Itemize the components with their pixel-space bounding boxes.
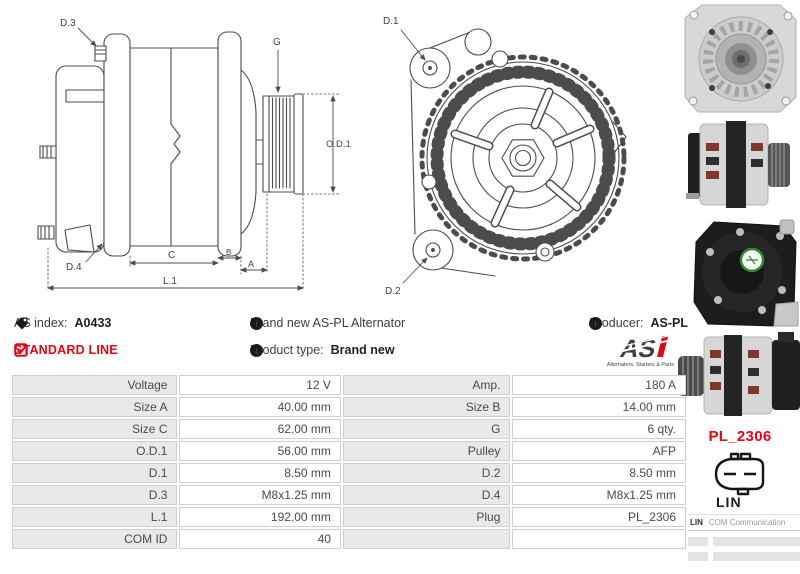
spec-value: 192.00 mm	[179, 507, 341, 527]
spec-value: 40	[179, 529, 341, 549]
spec-row: D.1 8.50 mm D.2 8.50 mm	[12, 463, 686, 483]
producer-label: Producer:	[589, 316, 644, 330]
spec-label: Voltage	[12, 375, 178, 395]
spec-label: Amp.	[342, 375, 511, 395]
spec-row: Size A 40.00 mm Size B 14.00 mm	[12, 397, 686, 417]
com-communication-table: LIN COM Communication	[688, 514, 800, 561]
svg-text:i: i	[595, 319, 598, 329]
dim-label-c: C	[168, 250, 175, 261]
brand-new-line: i Brand new AS-PL Alternator	[250, 316, 405, 330]
dim-label-d3: D.3	[60, 18, 76, 29]
tag-icon	[15, 317, 28, 329]
spec-label: D.2	[342, 463, 511, 483]
alternator-front-diagram: D.1 D.2	[383, 16, 627, 297]
spec-row: Size C 62.00 mm G 6 qty.	[12, 419, 686, 439]
spec-value: 40.00 mm	[179, 397, 341, 417]
spec-label: Size A	[12, 397, 178, 417]
spec-value: 180 A	[512, 375, 686, 395]
spec-value: 62.00 mm	[179, 419, 341, 439]
product-type-label: Product type:	[250, 343, 324, 357]
standard-line-label: STANDARD LINE	[14, 343, 118, 357]
com-placeholder-row	[688, 537, 800, 546]
product-photo-side-left	[678, 332, 800, 416]
product-type-value: Brand new	[330, 343, 395, 357]
plug-connector-icon	[714, 452, 765, 496]
spec-label: D.3	[12, 485, 178, 505]
spec-label: L.1	[12, 507, 178, 527]
dim-label-a: A	[248, 259, 254, 269]
com-value: COM Communication	[708, 518, 786, 527]
logo-tagline: Alternators, Starters & Parts	[607, 362, 674, 368]
spec-label: G	[342, 419, 511, 439]
spec-row: O.D.1 56.00 mm Pulley AFP	[12, 441, 686, 461]
as-pl-logo: AS Alternators, Starters & Parts	[607, 335, 674, 368]
spec-label	[342, 529, 511, 549]
info-icon: i	[250, 316, 263, 330]
spec-value: PL_2306	[512, 507, 686, 527]
plug-name: LIN	[716, 494, 742, 510]
spec-value: M8x1.25 mm	[179, 485, 341, 505]
checkbox-check-icon	[14, 343, 28, 357]
com-placeholder-row	[688, 552, 800, 561]
spec-label: Pulley	[342, 441, 511, 461]
spec-value: 8.50 mm	[179, 463, 341, 483]
spec-value: 8.50 mm	[512, 463, 686, 483]
product-photo-side-right	[686, 121, 790, 208]
spec-label: O.D.1	[12, 441, 178, 461]
spec-label: D.4	[342, 485, 511, 505]
spec-value	[512, 529, 686, 549]
spec-value: 6 qty.	[512, 419, 686, 439]
dim-label-d2: D.2	[385, 286, 401, 297]
dim-label-d4: D.4	[66, 262, 82, 273]
alternator-side-diagram: D.3 G O.D.1 D.4 C B A L.1	[37, 18, 351, 291]
as-index-value: A0433	[74, 316, 112, 330]
product-photo-rear	[693, 219, 799, 327]
spec-value: AFP	[512, 441, 686, 461]
com-key: LIN	[690, 518, 703, 527]
svg-text:i: i	[255, 346, 258, 356]
dim-label-l1: L.1	[163, 276, 177, 287]
com-header: LIN COM Communication	[688, 514, 800, 531]
spec-value: 14.00 mm	[512, 397, 686, 417]
dim-label-g: G	[273, 37, 281, 48]
standard-line: STANDARD LINE	[14, 343, 118, 357]
svg-text:i: i	[255, 319, 258, 329]
spec-row: Voltage 12 V Amp. 180 A	[12, 375, 686, 395]
brand-new-text: Brand new AS-PL Alternator	[250, 316, 406, 330]
spec-value: M8x1.25 mm	[512, 485, 686, 505]
plug-code: PL_2306	[708, 428, 772, 445]
dim-label-b: B	[226, 248, 231, 257]
spec-label: Size B	[342, 397, 511, 417]
producer-value: AS-PL	[650, 316, 689, 330]
spec-label: D.1	[12, 463, 178, 483]
spec-row: D.3 M8x1.25 mm D.4 M8x1.25 mm	[12, 485, 686, 505]
spec-label: Size C	[12, 419, 178, 439]
product-photo-front	[684, 4, 797, 113]
dim-label-od1: O.D.1	[326, 139, 351, 150]
spec-value: 12 V	[179, 375, 341, 395]
spec-value: 56.00 mm	[179, 441, 341, 461]
product-type-line: i Product type: Brand new	[250, 343, 395, 357]
spec-label: Plug	[342, 507, 511, 527]
info-icon: i	[589, 316, 603, 330]
spec-table: Voltage 12 V Amp. 180 A Size A 40.00 mm …	[10, 373, 688, 551]
spec-label: COM ID	[12, 529, 178, 549]
as-index-line: AS index: A0433	[14, 316, 111, 330]
spec-row: L.1 192.00 mm Plug PL_2306	[12, 507, 686, 527]
info-icon: i	[250, 343, 263, 357]
spec-row: COM ID 40	[12, 529, 686, 549]
dim-label-d1: D.1	[383, 16, 399, 27]
producer-line: i Producer: AS-PL	[589, 316, 688, 330]
